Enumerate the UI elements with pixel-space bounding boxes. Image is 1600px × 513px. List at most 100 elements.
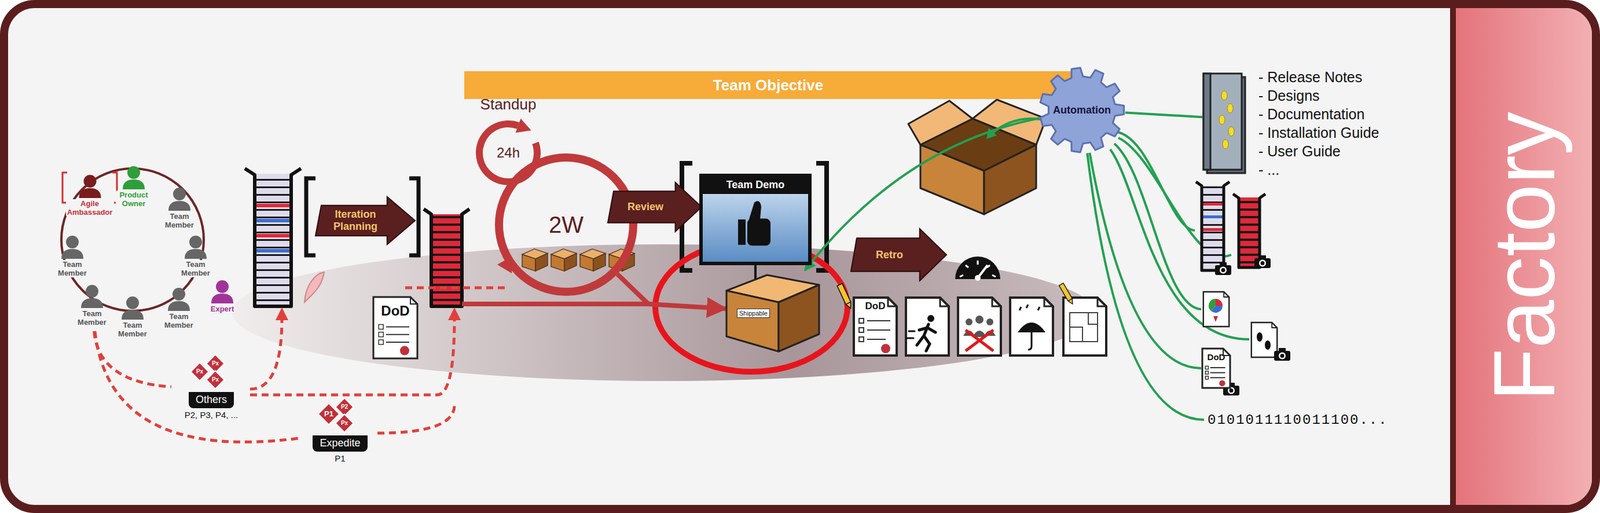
node-text: DoD: [1207, 351, 1226, 363]
book-outline-part: [1221, 90, 1228, 101]
node-text: Expedite: [312, 435, 368, 452]
doc-outline-part: [386, 341, 410, 343]
person-figure: Team Member: [159, 286, 198, 332]
person-figure: Expert: [203, 279, 242, 325]
retro-documents-part: [837, 283, 854, 310]
retro-documents-part: [958, 297, 1001, 356]
retro-documents-part-part: [965, 318, 973, 326]
retro-documents-part-part: [975, 315, 984, 324]
node-text: 2W: [548, 211, 584, 238]
node-text: Review: [627, 200, 664, 214]
node-text: Automation: [1052, 104, 1111, 117]
intake-arrowheads: [275, 307, 461, 321]
automated-artifacts: [1195, 181, 1291, 396]
node-text: 24h: [496, 144, 520, 161]
planning-brackets: [306, 178, 419, 256]
increment-cubes-part: [551, 248, 577, 271]
connector: [1089, 152, 1202, 369]
product-backlog: [244, 168, 325, 307]
priority-diamonds-part: [206, 354, 225, 373]
node-text: Team Member: [160, 312, 197, 330]
arrowband-outline-part: [607, 182, 702, 232]
node-text: Team Member: [54, 259, 91, 278]
automated-artifacts-part: [1213, 316, 1218, 322]
product-backlog-part: [254, 233, 292, 238]
velocity-gauge-part: [974, 274, 981, 281]
doc-outline-part: [373, 296, 418, 359]
loop-outline-part: [515, 118, 532, 133]
retro-documents-part: [963, 315, 996, 337]
callout-label: Px: [196, 368, 204, 376]
node-text: - Documentation: [1258, 104, 1365, 124]
retro-documents-part-part: [916, 324, 936, 351]
planning-brackets-part: [306, 178, 419, 256]
node-text: Team Demo: [702, 177, 809, 194]
gear-outline-part: [1040, 67, 1124, 153]
iteration-backlog-part: [423, 208, 470, 307]
person-outline-part: [61, 248, 84, 259]
retro-documents-part-part: [859, 336, 864, 342]
product-backlog-part: [254, 218, 292, 223]
node-text: Agile Ambassador: [65, 199, 115, 217]
review-arrow: Review: [607, 182, 702, 232]
retro-documents-part: [859, 318, 891, 342]
screen-outline-part: [747, 218, 771, 247]
retro-documents-part-part: [859, 327, 864, 333]
doc-outline-part: [378, 324, 384, 330]
book-outline-part: [1227, 103, 1233, 113]
dod-document: DoD: [1201, 347, 1232, 390]
retro-documents-part: [965, 329, 994, 351]
doc-outline-part: [378, 339, 384, 345]
person-outline-part: [215, 280, 229, 293]
retro-documents-part: [1063, 297, 1107, 356]
node-text: Team Member: [74, 309, 110, 327]
node-text: Shippable: [736, 308, 770, 318]
node-text: - Release Notes: [1258, 67, 1363, 87]
retro-documents-part-part: [867, 338, 886, 340]
retro-documents: [837, 283, 1107, 356]
intake-dashed-lines-part: [377, 405, 455, 433]
product-backlog-part: [254, 203, 292, 208]
automated-artifacts-part: [1208, 298, 1216, 311]
doc-outline-part: [1219, 380, 1225, 387]
open-box-part: [984, 144, 1037, 215]
intake-dashed-lines: [250, 287, 510, 433]
team-ring: [61, 168, 204, 311]
node-text: Factory: [1477, 111, 1571, 402]
arrowband-outline-part: [850, 228, 947, 281]
team-ring-part: [61, 168, 204, 311]
automated-artifacts-part: [1201, 185, 1224, 271]
intake-dashed-lines-part: [250, 318, 282, 390]
product-backlog-part: [244, 168, 302, 307]
person-outline-part: [122, 179, 145, 190]
doc-outline-part: [400, 346, 410, 356]
person-figure: Agile Ambassador: [64, 173, 116, 219]
automation-wires-part: [992, 118, 1041, 134]
product-backlog-part: [254, 173, 292, 307]
open-box-part: [920, 144, 985, 215]
retro-documents-part-part: [867, 320, 891, 322]
retro-documents-part: [881, 343, 891, 354]
person-outline-part: [121, 309, 144, 320]
automated-artifacts-part: [1195, 181, 1230, 271]
retro-documents-part: [906, 324, 936, 351]
screen-outline-part: [748, 200, 762, 222]
automated-artifacts-part: [1274, 347, 1291, 361]
person-figure: Team Member: [72, 283, 112, 329]
connector: [94, 331, 302, 442]
connector: [1087, 152, 1205, 420]
retro-documents-part: [1059, 283, 1075, 306]
automated-artifacts-part: [1215, 262, 1232, 275]
person-outline-part: [81, 298, 104, 308]
person-outline-part: [211, 293, 234, 304]
retro-documents-part: [1069, 312, 1098, 342]
person-outline-part: [65, 235, 79, 249]
product-backlog-part: [254, 248, 292, 253]
retro-documents-part: [1019, 304, 1040, 311]
doc-outline-part: [1210, 367, 1226, 369]
retro-documents-part: [1010, 297, 1053, 356]
automated-artifacts-part: [1203, 291, 1229, 327]
priority-diamonds-part: [190, 362, 209, 381]
floor-shadow-part: [232, 244, 1095, 381]
box3d-outline-part: [778, 284, 820, 352]
